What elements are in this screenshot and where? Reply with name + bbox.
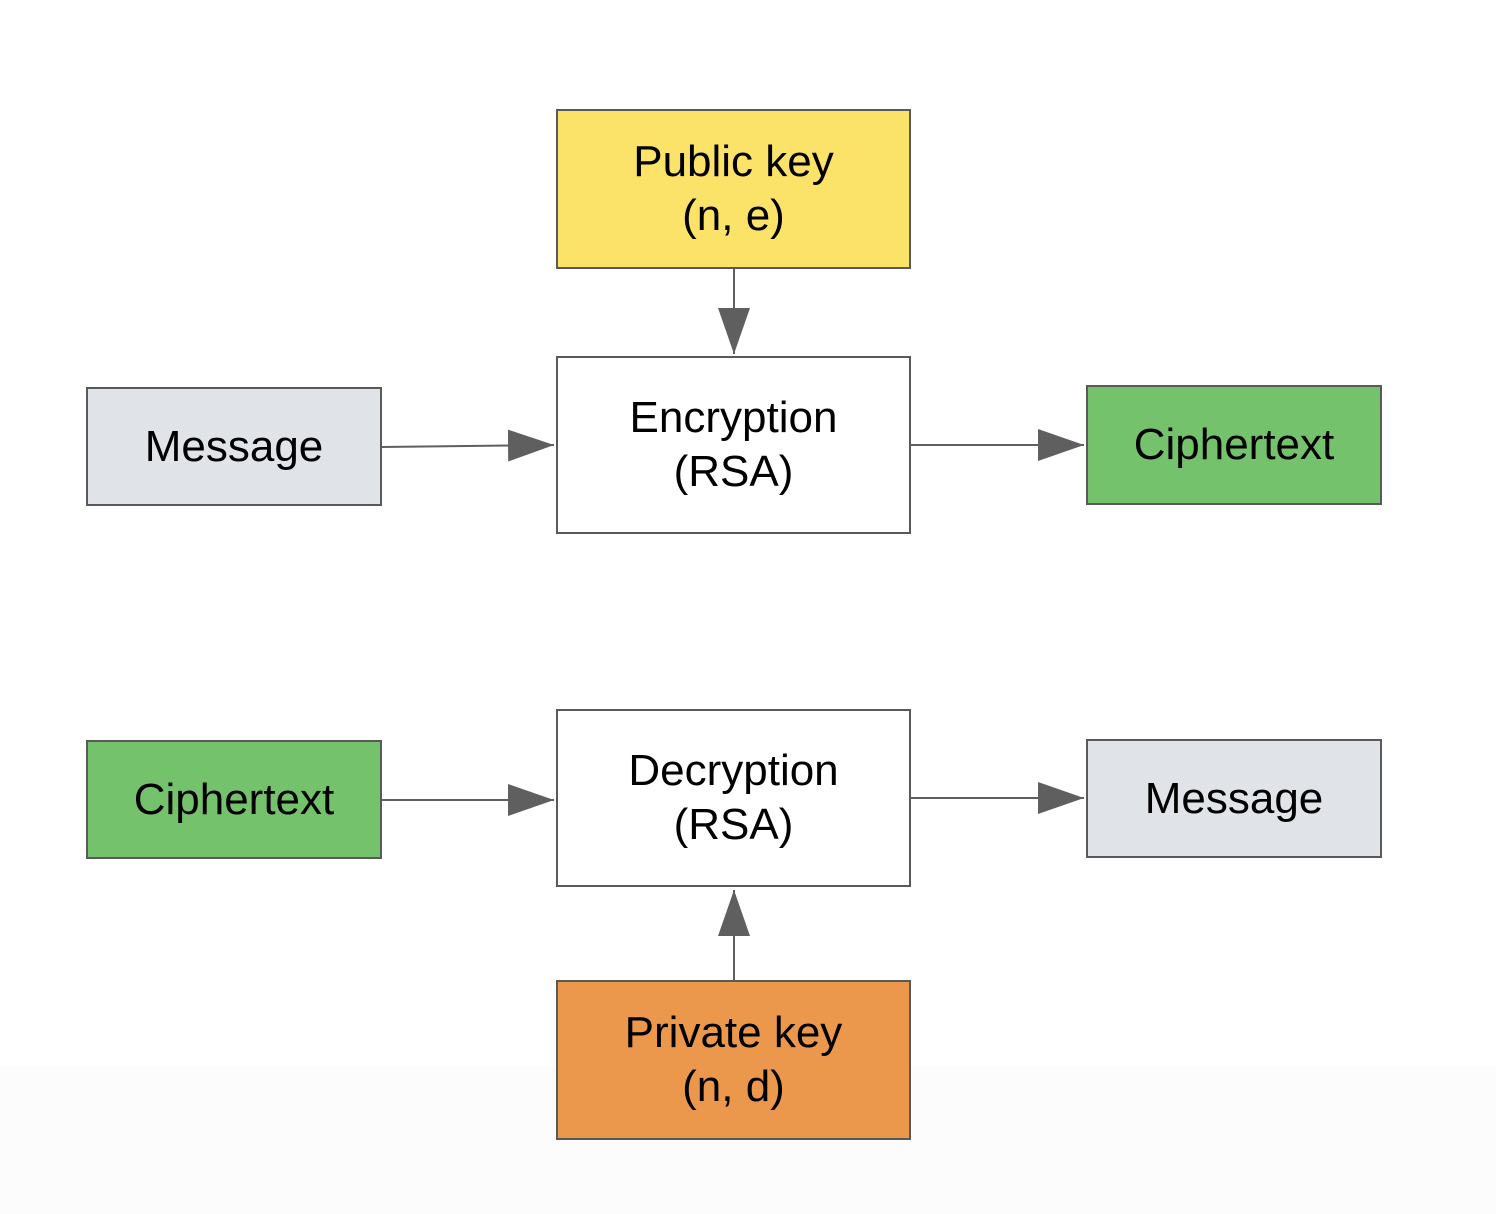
message-input-label: Message bbox=[144, 421, 324, 471]
message-output-node: Message bbox=[1086, 739, 1382, 858]
encryption-algorithm: (RSA) bbox=[673, 447, 794, 496]
private-key-params: (n, d) bbox=[682, 1062, 785, 1111]
ciphertext-output-label: Ciphertext bbox=[1133, 420, 1335, 469]
private-key-node: Private key (n, d) bbox=[556, 980, 911, 1140]
arrow-message-to-encryption bbox=[381, 429, 555, 462]
ciphertext-input-label: Ciphertext bbox=[133, 774, 335, 824]
encryption-label: Encryption bbox=[629, 393, 838, 442]
public-key-label: Public key bbox=[633, 137, 834, 186]
encryption-node: Encryption (RSA) bbox=[556, 356, 911, 534]
message-output-label: Message bbox=[1144, 773, 1324, 823]
private-key-label: Private key bbox=[624, 1008, 843, 1057]
decryption-label: Decryption bbox=[628, 746, 839, 795]
public-key-node: Public key (n, e) bbox=[556, 109, 911, 269]
message-input-node: Message bbox=[86, 387, 382, 506]
ciphertext-input-node: Ciphertext bbox=[86, 740, 382, 859]
decryption-node: Decryption (RSA) bbox=[556, 709, 911, 887]
decryption-algorithm: (RSA) bbox=[673, 800, 794, 849]
public-key-params: (n, e) bbox=[682, 191, 785, 240]
ciphertext-output-node: Ciphertext bbox=[1086, 385, 1382, 505]
